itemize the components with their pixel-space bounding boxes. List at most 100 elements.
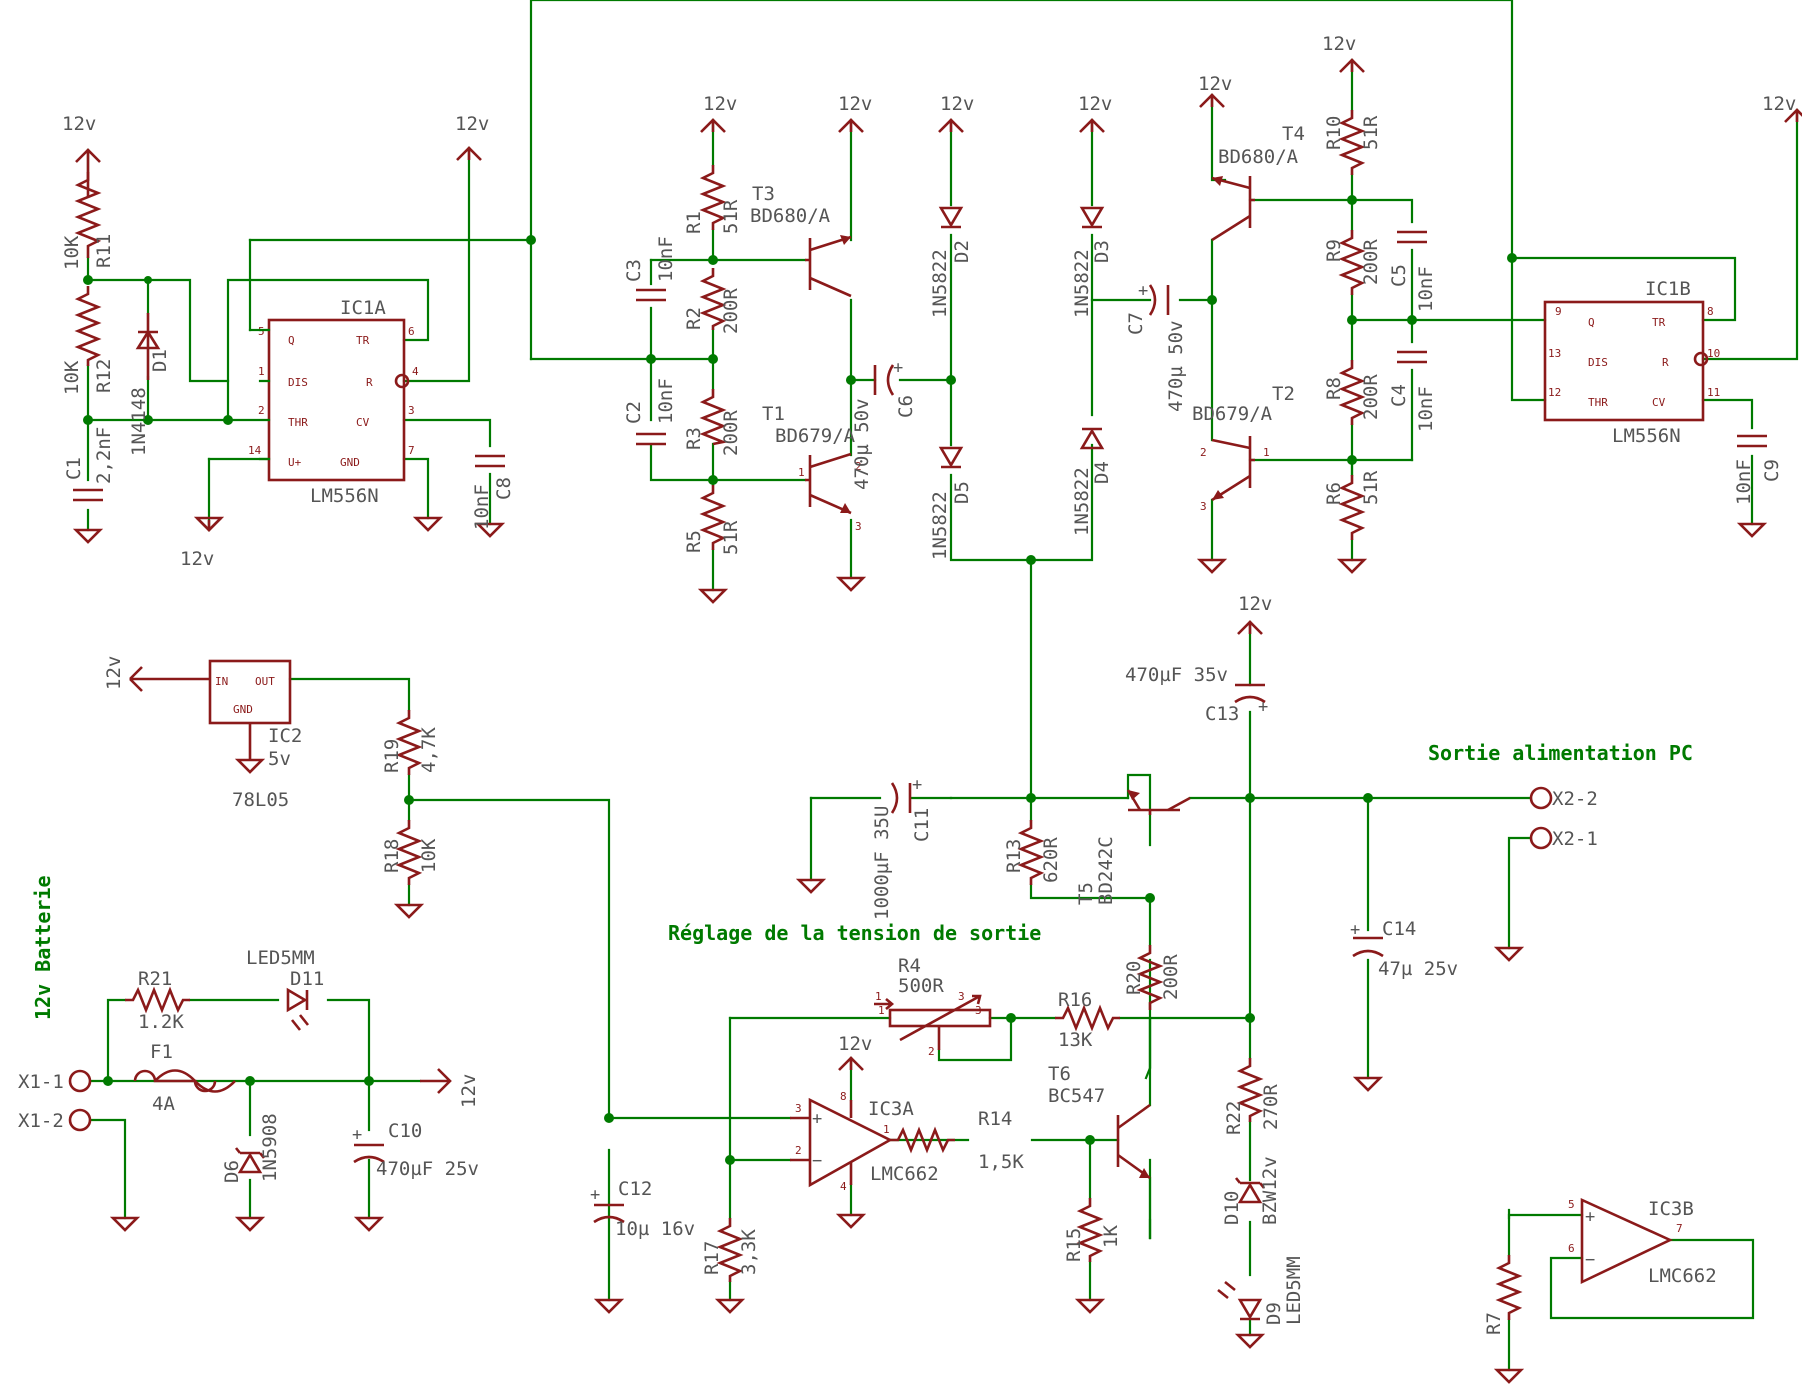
pin-number: 5 [1568, 1198, 1575, 1211]
supply-label: 12v [1198, 73, 1232, 95]
diode-ref: D6 [221, 1160, 243, 1183]
pin-number: 11 [1707, 386, 1720, 399]
transistor-t5 [1126, 789, 1191, 815]
pin-number: 12 [1548, 386, 1561, 399]
capacitor-value: 10µ 16v [615, 1218, 695, 1240]
capacitor-ref: C7 [1125, 312, 1147, 335]
ic-value: LM556N [1612, 425, 1681, 447]
transistor-value: BD679/A [775, 425, 856, 447]
diode-ref: D1 [149, 349, 171, 372]
resistor-ref: R13 [1003, 839, 1025, 873]
led-value: LED5MM [1283, 1256, 1305, 1325]
supply-arrows [75, 58, 1802, 1094]
ic2-regulator: IN OUT GND [190, 659, 292, 774]
capacitor-c2 [636, 432, 666, 446]
transistor-value: BD680/A [1218, 146, 1299, 168]
svg-text:+: + [912, 775, 922, 795]
capacitor-c1 [73, 488, 103, 502]
connector-label: X2-1 [1552, 828, 1598, 850]
annotations: Sortie alimentation PC Réglage de la ten… [31, 741, 1693, 1020]
resistor-ref: R1 [683, 211, 705, 234]
pin-number: 3 [795, 1102, 802, 1115]
pin-name: DIS [1588, 356, 1608, 369]
resistor-value: 200R [720, 288, 742, 334]
capacitor-ref: C10 [388, 1120, 422, 1142]
pin-number: 5 [258, 325, 265, 338]
fuse-f1 [133, 1069, 236, 1093]
diode-d1 [135, 313, 161, 380]
resistor-ref: R12 [93, 359, 115, 393]
pin-name: OUT [255, 675, 275, 688]
pin-name: CV [356, 416, 370, 429]
resistor-r14 [890, 1126, 955, 1154]
diode-d2 [938, 206, 964, 229]
diode-ref: D3 [1091, 240, 1113, 263]
ic-value: LMC662 [1648, 1265, 1717, 1287]
capacitor-value: 470µF 35v [1125, 664, 1228, 686]
capacitor-ref: C6 [895, 395, 917, 418]
resistor-value: 51R [1360, 115, 1382, 150]
resistor-value: 10K [61, 235, 83, 270]
supply-label: 12v [838, 93, 872, 115]
transistor-ref: T6 [1048, 1063, 1071, 1085]
pin-number: 1 [1263, 446, 1270, 459]
pin-number: 1 [258, 365, 265, 378]
opamp-minus: − [812, 1151, 822, 1171]
pin-name: TR [1652, 316, 1666, 329]
pin-number: 2 [855, 460, 862, 473]
resistor-value: 270R [1260, 1084, 1282, 1130]
diode-value: 1N5822 [929, 491, 951, 560]
resistor-r1 [699, 165, 727, 230]
transistor-ref: T3 [752, 183, 775, 205]
connector-label: X1-2 [18, 1110, 64, 1132]
pin-name: R [366, 376, 373, 389]
capacitor-value: 10nF [1415, 266, 1437, 312]
svg-text:+: + [1258, 697, 1268, 717]
svg-text:+: + [1350, 920, 1360, 940]
supply-label: 12v [458, 1074, 480, 1108]
capacitor-ref: C9 [1761, 459, 1783, 482]
capacitor-ref: C4 [1388, 384, 1410, 407]
transistors [805, 176, 1255, 1180]
ic-ref: IC1B [1645, 278, 1691, 300]
diodes [135, 206, 1266, 1321]
resistor-r11 [74, 172, 102, 258]
diode-d6 [234, 1147, 266, 1174]
resistor-value: 200R [1160, 954, 1182, 1000]
pin-number: 9 [1555, 305, 1562, 318]
pin-number: 1 [878, 1004, 885, 1017]
resistor-ref: R17 [701, 1241, 723, 1275]
supply-label: 12v [180, 548, 214, 570]
pin-name: GND [233, 703, 253, 716]
capacitor-value: 10nF [655, 378, 677, 424]
capacitors: + + + + + + + [73, 230, 1767, 1224]
diode-value: BZW12v [1259, 1156, 1281, 1225]
resistor-r13 [1017, 820, 1045, 885]
diode-value: 1N5822 [1071, 249, 1093, 318]
resistor-ref: R22 [1223, 1101, 1245, 1135]
diode-value: 1N4148 [128, 387, 150, 456]
capacitor-value: 470µ 50v [1165, 320, 1187, 412]
voltage-adjust-title: Réglage de la tension de sortie [668, 921, 1041, 945]
capacitor-value: 470µF 25v [376, 1158, 479, 1180]
pin-name: CV [1652, 396, 1666, 409]
ic-ref: IC1A [340, 297, 386, 319]
ic1b: Q TR DIS R THR CV 9 8 13 10 12 11 [1543, 300, 1720, 422]
capacitor-c7: + [1138, 281, 1170, 316]
resistor-r3 [699, 389, 728, 446]
diode-ref: D4 [1091, 461, 1113, 484]
resistor-ref: R9 [1323, 239, 1345, 262]
ground-symbols [72, 516, 1768, 1384]
diode-value: 1N5908 [259, 1113, 281, 1182]
led-d9 [1217, 1280, 1263, 1321]
diode-d10 [1234, 1177, 1266, 1204]
capacitor-ref: C12 [618, 1178, 652, 1200]
pin-number: 14 [248, 444, 262, 457]
pin-name: Q [1588, 316, 1595, 329]
capacitor-c11: + [890, 775, 922, 814]
connector-label: X1-1 [18, 1071, 64, 1093]
opamp-minus: − [1585, 1250, 1595, 1270]
opamp-plus: + [812, 1109, 822, 1129]
capacitor-ref: C11 [911, 808, 933, 842]
resistor-r16 [1055, 1004, 1120, 1032]
